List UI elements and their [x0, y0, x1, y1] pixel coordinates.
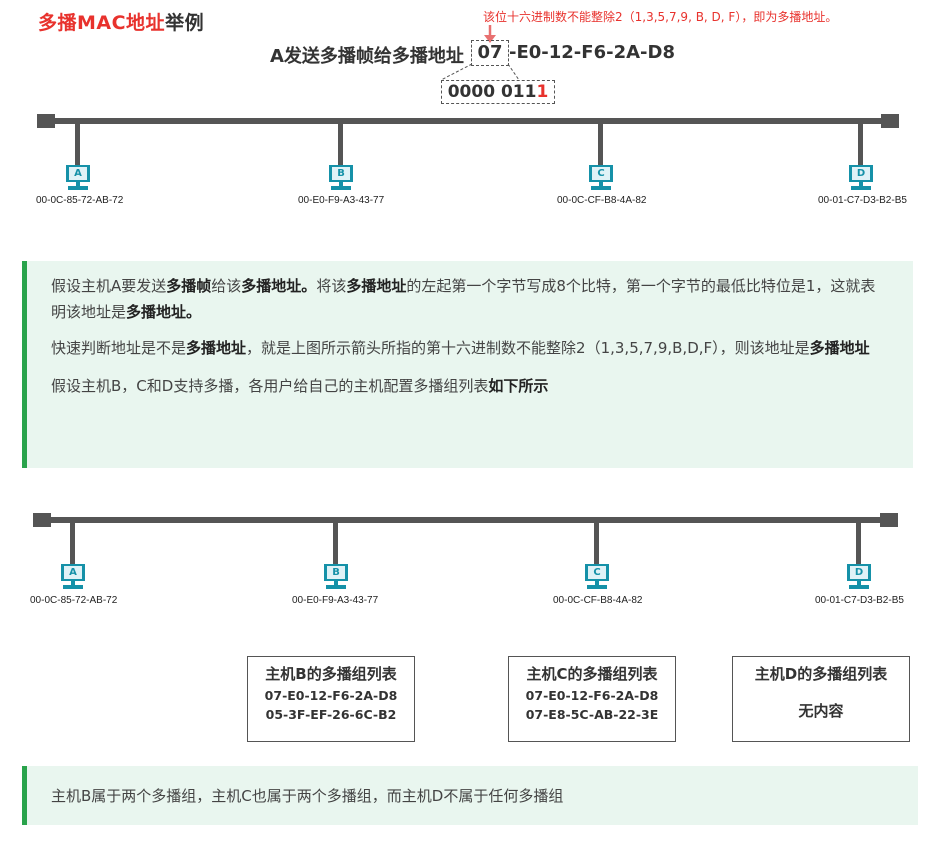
host-a-drop — [70, 521, 75, 566]
host-b-group-entry: 07-E0-12-F6-2A-D8 — [264, 688, 398, 703]
host-d-group-list: 主机D的多播组列表 无内容 — [732, 656, 910, 742]
mac-first-byte: 07 — [471, 40, 509, 66]
host-b-computer-icon: B — [327, 164, 355, 196]
host-a-drop — [75, 122, 80, 167]
ethernet-bus — [52, 118, 884, 124]
send-caption: A发送多播帧给多播地址 — [270, 46, 464, 67]
binary-lowest-bit: 1 — [536, 82, 549, 102]
explanation-paragraph-3: 假设主机B，C和D支持多播，各用户给自己的主机配置多播组列表如下所示 — [51, 377, 549, 395]
host-d-group-empty: 无内容 — [798, 702, 844, 720]
host-c-computer-icon: C — [587, 164, 615, 196]
host-c-letter: C — [593, 567, 601, 578]
host-c-group-list: 主机C的多播组列表 07-E0-12-F6-2A-D8 07-E8-5C-AB-… — [508, 656, 676, 742]
host-b-group-entry: 05-3F-EF-26-6C-B2 — [265, 707, 397, 722]
host-b-group-list: 主机B的多播组列表 07-E0-12-F6-2A-D8 05-3F-EF-26-… — [247, 656, 415, 742]
explanation-paragraph-2: 快速判断地址是不是多播地址，就是上图所示箭头所指的第十六进制数不能整除2（1,3… — [51, 339, 870, 357]
mac-remaining-bytes: -E0-12-F6-2A-D8 — [509, 42, 675, 63]
binary-high-bits: 0000 011 — [447, 82, 537, 102]
explanation-paragraph-1: 假设主机A要发送多播帧给该多播地址。将该多播地址的左起第一个字节写成8个比特，第… — [51, 277, 876, 321]
host-a-letter: A — [69, 567, 77, 578]
host-d-computer-icon: D — [845, 563, 873, 595]
host-a-letter: A — [74, 168, 82, 179]
host-c-mac: 00-0C-CF-B8-4A-82 — [553, 595, 643, 606]
host-c-computer-icon: C — [583, 563, 611, 595]
host-d-mac: 00-01-C7-D3-B2-B5 — [818, 195, 907, 206]
host-a-mac: 00-0C-85-72-AB-72 — [30, 595, 118, 606]
bottom-network-diagram — [33, 513, 898, 566]
host-c-group-title: 主机C的多播组列表 — [526, 665, 658, 683]
multicast-bit-note: 该位十六进制数不能整除2（1,3,5,7,9, B, D, F），即为多播地址。 — [483, 10, 838, 24]
host-c-letter: C — [597, 168, 605, 179]
host-b-drop — [338, 122, 343, 167]
host-d-letter: D — [854, 567, 864, 578]
explanation-body: 假设主机A要发送多播帧给该多播地址。将该多播地址的左起第一个字节写成8个比特，第… — [27, 261, 913, 399]
host-c-group-entry: 07-E8-5C-AB-22-3E — [525, 707, 659, 722]
host-d-computer-icon: D — [847, 164, 875, 196]
first-byte-binary: 0000 0111 — [441, 80, 555, 104]
bus-terminator-right — [880, 513, 898, 527]
host-a-mac: 00-0C-85-72-AB-72 — [36, 195, 124, 206]
host-b-mac: 00-E0-F9-A3-43-77 — [298, 195, 385, 206]
title-suffix: 举例 — [165, 12, 205, 34]
host-a-computer-icon: A — [64, 164, 92, 196]
host-d-drop — [858, 122, 863, 167]
host-b-computer-icon: B — [322, 563, 350, 595]
host-b-mac: 00-E0-F9-A3-43-77 — [292, 595, 379, 606]
title-highlight: 多播MAC地址 — [38, 12, 166, 34]
host-c-group-entry: 07-E0-12-F6-2A-D8 — [525, 688, 659, 703]
bus-terminator-right — [881, 114, 899, 128]
host-c-drop — [594, 521, 599, 566]
explanation-card: 假设主机A要发送多播帧给该多播地址。将该多播地址的左起第一个字节写成8个比特，第… — [22, 261, 913, 468]
host-b-letter: B — [337, 168, 345, 179]
host-b-letter: B — [332, 567, 340, 578]
host-d-drop — [856, 521, 861, 566]
host-d-mac: 00-01-C7-D3-B2-B5 — [815, 595, 904, 606]
host-d-letter: D — [856, 168, 866, 179]
host-d-group-title: 主机D的多播组列表 — [754, 665, 888, 683]
host-b-group-title: 主机B的多播组列表 — [265, 665, 397, 683]
summary-card: 主机B属于两个多播组，主机C也属于两个多播组，而主机D不属于任何多播组 — [22, 766, 918, 825]
summary-text: 主机B属于两个多播组，主机C也属于两个多播组，而主机D不属于任何多播组 — [51, 787, 564, 805]
down-arrow-icon — [484, 25, 496, 43]
host-c-mac: 00-0C-CF-B8-4A-82 — [557, 195, 647, 206]
host-c-drop — [598, 122, 603, 167]
bus-terminator-left — [33, 513, 51, 527]
ethernet-bus — [48, 517, 883, 523]
host-b-drop — [333, 521, 338, 566]
byte-expansion-connector — [440, 63, 520, 81]
page-title: 多播MAC地址举例 — [38, 8, 204, 35]
bus-terminator-left — [37, 114, 55, 128]
host-a-computer-icon: A — [59, 563, 87, 595]
top-network-diagram — [37, 114, 899, 167]
